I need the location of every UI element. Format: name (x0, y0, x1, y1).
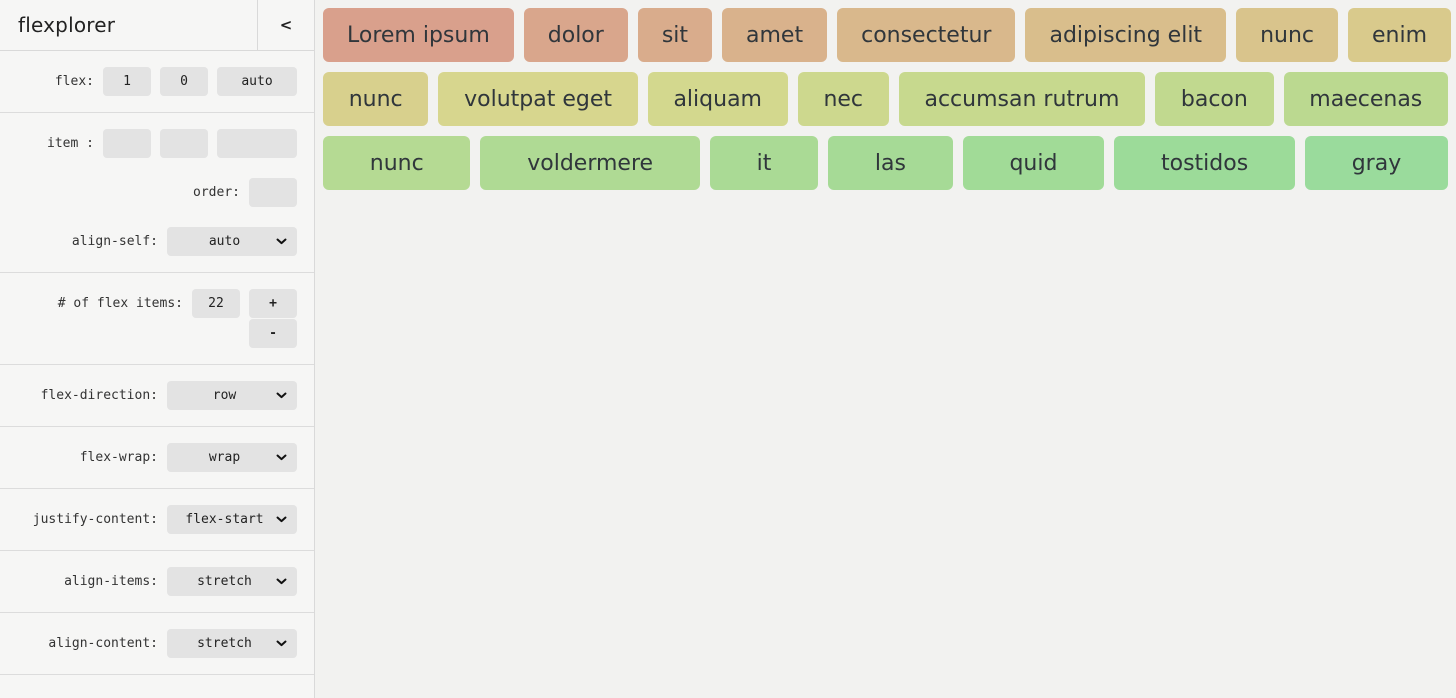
section-flex-shorthand: flex: (0, 51, 314, 113)
flex-item: enim (1348, 8, 1452, 62)
flex-basis-input[interactable] (217, 67, 297, 96)
chevron-left-icon: < (279, 16, 293, 34)
section-justify-content: justify-content: flex-start (0, 489, 314, 551)
flex-label: flex: (54, 74, 94, 89)
flex-item: las (828, 136, 953, 190)
flex-item: bacon (1155, 72, 1274, 126)
section-flex-direction: flex-direction: row (0, 365, 314, 427)
section-items-count: # of flex items: + - (0, 273, 314, 365)
chevron-down-icon (276, 238, 287, 245)
flex-item: voldermere (480, 136, 700, 190)
justify-content-label: justify-content: (32, 512, 158, 527)
flex-item: aliquam (647, 72, 788, 126)
item-flex-shrink-input[interactable] (160, 129, 208, 158)
section-flex-wrap: flex-wrap: wrap (0, 427, 314, 489)
items-count-label: # of flex items: (57, 296, 183, 311)
flex-item: sit (637, 8, 713, 62)
items-count-input[interactable] (192, 289, 240, 318)
item-flex-grow-input[interactable] (103, 129, 151, 158)
flex-item: it (709, 136, 819, 190)
flex-item: nunc (323, 72, 429, 126)
page-title: flexplorer (18, 13, 116, 37)
align-content-label: align-content: (48, 636, 158, 651)
flex-item: Lorem ipsum (323, 8, 514, 62)
flex-item: nunc (1236, 8, 1338, 62)
flex-item: quid (962, 136, 1105, 190)
chevron-down-icon (276, 454, 287, 461)
align-self-label: align-self: (71, 234, 158, 249)
order-input[interactable] (249, 178, 297, 207)
flex-item: nunc (323, 136, 471, 190)
remove-item-button[interactable]: - (249, 319, 297, 348)
order-label: order: (193, 185, 240, 200)
flex-item: consectetur (837, 8, 1016, 62)
flex-item: accumsan rutrum (898, 72, 1146, 126)
chevron-down-icon (276, 640, 287, 647)
align-items-select[interactable]: stretch (167, 567, 297, 596)
chevron-down-icon (276, 578, 287, 585)
item-flex-basis-input[interactable] (217, 129, 297, 158)
flex-item: tostidos (1114, 136, 1295, 190)
justify-content-select[interactable]: flex-start (167, 505, 297, 534)
flex-wrap-label: flex-wrap: (79, 450, 158, 465)
item-label: item : (47, 136, 94, 151)
collapse-sidebar-button[interactable]: < (257, 0, 314, 50)
flex-shrink-input[interactable] (160, 67, 208, 96)
flex-wrap-select[interactable]: wrap (167, 443, 297, 472)
chevron-down-icon (276, 516, 287, 523)
sidebar-header: flexplorer < (0, 0, 314, 51)
align-content-select[interactable]: stretch (167, 629, 297, 658)
align-self-select[interactable]: auto (167, 227, 297, 256)
flex-item: volutpat eget (438, 72, 638, 126)
flex-item: nec (797, 72, 889, 126)
flex-grow-input[interactable] (103, 67, 151, 96)
sidebar: flexplorer < flex: item : order: (0, 0, 315, 698)
align-items-label: align-items: (64, 574, 158, 589)
section-align-items: align-items: stretch (0, 551, 314, 613)
chevron-down-icon (276, 392, 287, 399)
flex-direction-select[interactable]: row (167, 381, 297, 410)
flex-item: amet (722, 8, 828, 62)
section-item: item : order: align-self: auto (0, 113, 314, 273)
flex-item: gray (1304, 136, 1448, 190)
add-item-button[interactable]: + (249, 289, 297, 318)
flex-direction-label: flex-direction: (40, 388, 158, 403)
items-count-stepper: + - (249, 289, 297, 348)
section-align-content: align-content: stretch (0, 613, 314, 675)
flex-item: dolor (523, 8, 628, 62)
flex-item: adipiscing elit (1025, 8, 1227, 62)
flex-item: maecenas (1283, 72, 1448, 126)
